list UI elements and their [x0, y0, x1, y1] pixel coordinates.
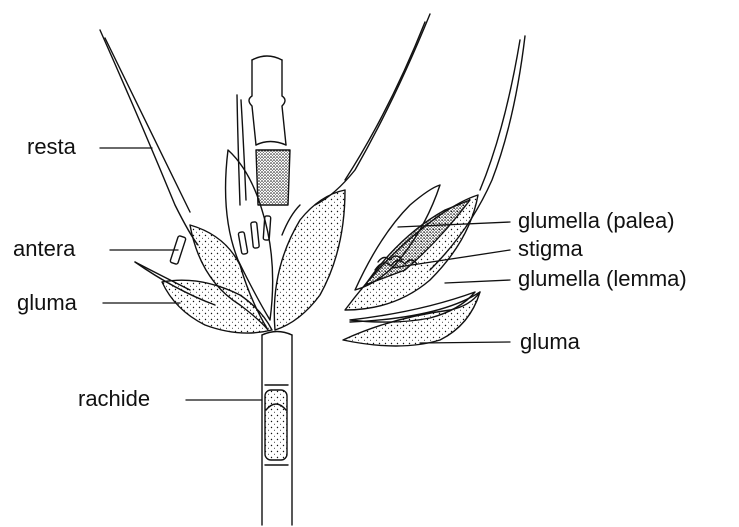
- label-resta: resta: [27, 136, 76, 158]
- right-glume-spikelet: [274, 190, 345, 330]
- detached-floret: [345, 36, 525, 322]
- label-gluma-left: gluma: [17, 292, 77, 314]
- label-gluma-right: gluma: [520, 331, 580, 353]
- awn-right-stem: [315, 14, 430, 205]
- label-rachide: rachide: [78, 388, 150, 410]
- rachis-stem: [262, 332, 292, 526]
- label-stigma: stigma: [518, 238, 583, 260]
- label-antera: antera: [13, 238, 75, 260]
- label-glumella-lemma: glumella (lemma): [518, 268, 687, 290]
- awn-left: [100, 30, 198, 245]
- upper-stem: [249, 56, 290, 205]
- label-glumella-palea: glumella (palea): [518, 210, 675, 232]
- awn-center: [237, 95, 246, 205]
- leader-glumella-lemma: [445, 280, 510, 283]
